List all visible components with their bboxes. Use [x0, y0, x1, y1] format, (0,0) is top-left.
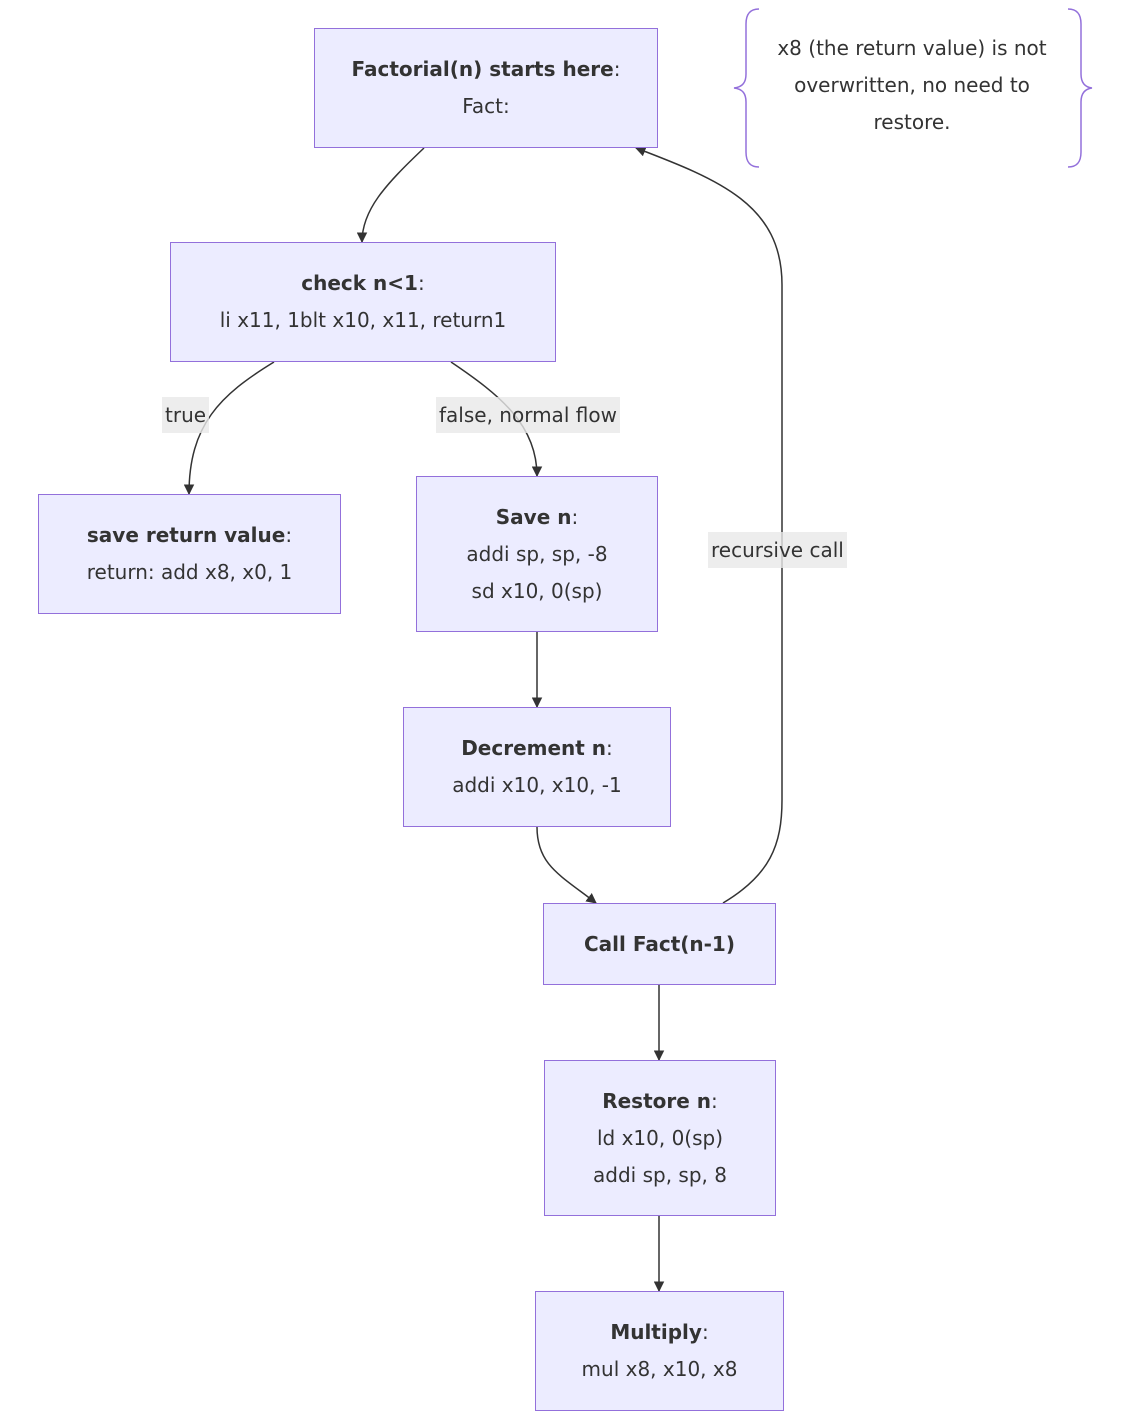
edge-decrement-to-call: [536, 826, 597, 904]
edge-factorial-to-check: [356, 147, 425, 244]
node-code-line: sd x10, 0(sp): [471, 578, 603, 603]
node-title: Call Fact(n-1): [584, 931, 735, 956]
node-code-line: Fact:: [462, 94, 510, 118]
node-check-n-less-than-1[interactable]: check n<1: li x11, 1blt x10, x11, return…: [170, 242, 556, 362]
note-comment: x8 (the return value) is not overwritten…: [748, 30, 1076, 141]
note-right-brace: [1067, 8, 1093, 168]
edge-call-to-factorial-recursive: [635, 146, 783, 904]
node-title: Factorial(n) starts here:: [351, 57, 621, 81]
node-code-line: addi sp, sp, -8: [466, 541, 608, 566]
node-title: Restore n:: [602, 1088, 718, 1113]
note-line: restore.: [873, 110, 951, 134]
node-decrement-n[interactable]: Decrement n: addi x10, x10, -1: [403, 707, 671, 827]
node-title: Multiply:: [610, 1320, 709, 1344]
node-code-line: return: add x8, x0, 1: [86, 560, 293, 584]
edge-check-to-save-return: [183, 361, 275, 496]
node-title: Decrement n:: [461, 736, 613, 760]
node-title: save return value:: [86, 523, 293, 547]
node-code-line: li x11, 1blt x10, x11, return1: [219, 308, 507, 332]
node-call-fact-n-minus-1[interactable]: Call Fact(n-1): [543, 903, 776, 985]
edge-label-false-normal-flow: false, normal flow: [436, 397, 620, 433]
node-multiply[interactable]: Multiply: mul x8, x10, x8: [535, 1291, 784, 1411]
edge-label-recursive-call: recursive call: [708, 532, 847, 568]
edge-label-true: true: [162, 397, 210, 433]
node-restore-n[interactable]: Restore n: ld x10, 0(sp) addi sp, sp, 8: [544, 1060, 776, 1216]
node-code-line: ld x10, 0(sp): [596, 1125, 724, 1150]
node-code-line: mul x8, x10, x8: [581, 1357, 738, 1381]
node-title: Save n:: [495, 504, 579, 529]
node-save-return-value[interactable]: save return value: return: add x8, x0, 1: [38, 494, 341, 614]
node-factorial-start[interactable]: Factorial(n) starts here: Fact:: [314, 28, 658, 148]
node-code-line: addi x10, x10, -1: [452, 773, 622, 797]
node-title: check n<1:: [301, 271, 425, 295]
node-save-n[interactable]: Save n: addi sp, sp, -8 sd x10, 0(sp): [416, 476, 658, 632]
note-left-brace: [733, 8, 760, 168]
note-line: x8 (the return value) is not: [777, 36, 1047, 60]
note-line: overwritten, no need to: [794, 73, 1030, 97]
node-code-line: addi sp, sp, 8: [593, 1162, 727, 1187]
